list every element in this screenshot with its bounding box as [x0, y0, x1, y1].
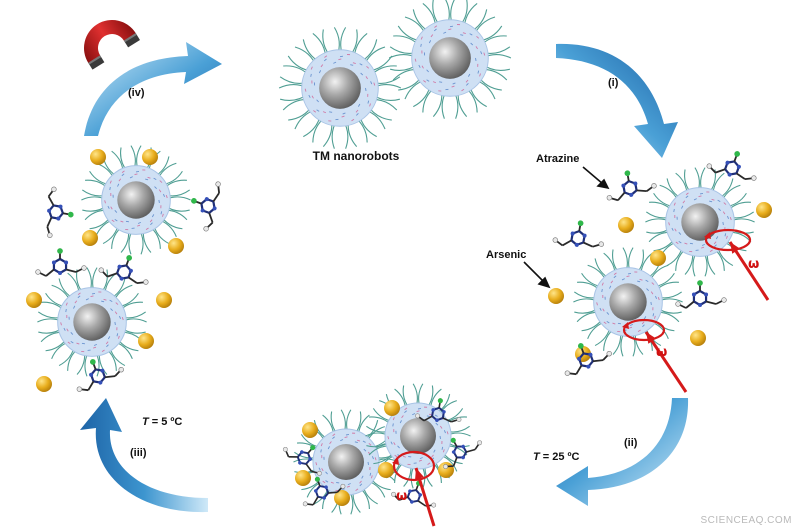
nanorobot-icon: [645, 167, 755, 277]
arsenic-particle-icon: [36, 376, 52, 392]
arsenic-particle-icon: [334, 490, 350, 506]
cycle-arrow-icon: [84, 42, 222, 136]
nanorobots: [37, 0, 755, 515]
atrazine-molecule-icon: [35, 248, 87, 277]
nanorobot-icon: [365, 383, 471, 489]
step-label-iv: (iv): [128, 87, 145, 99]
step-label-iii: (iii): [130, 447, 147, 459]
temperature-25-value: = 25 ºC: [543, 451, 580, 463]
arsenic-particle-icon: [156, 292, 172, 308]
cycle-arrows: [80, 42, 689, 513]
arsenic-particle-icon: [82, 230, 98, 246]
arsenic-particle-icon: [26, 292, 42, 308]
atrazine-molecule-icon: [675, 280, 727, 309]
atrazine-molecule-icon: [606, 170, 657, 202]
nanorobot-icon: [278, 27, 402, 149]
atrazine-molecule-icon: [443, 437, 483, 470]
watermark: SCIENCEAQ.COM: [700, 515, 792, 526]
arsenic-particle-icon: [168, 238, 184, 254]
omega-label: ω: [396, 489, 407, 504]
atrazine-molecule-icon: [98, 255, 149, 285]
atrazine-molecule-icon: [191, 181, 221, 232]
cycle-arrow-icon: [556, 398, 689, 506]
atrazine-molecule-icon: [302, 476, 346, 507]
arsenic-particle-icon: [618, 217, 634, 233]
atrazine-molecule-icon: [46, 186, 74, 238]
nanorobot-icon: [388, 0, 512, 119]
nanorobots-title: TM nanorobots: [313, 149, 400, 163]
temperature-25-label: T= 25 ºC: [533, 451, 580, 463]
temperature-5-value: = 5 ºC: [152, 416, 183, 428]
temperature-symbol: T: [533, 451, 541, 463]
atrazine-molecule-icon: [415, 398, 462, 423]
atrazine-molecule-icon: [282, 445, 322, 476]
arsenic-particle-icon: [142, 149, 158, 165]
omega-label: ω: [748, 257, 759, 272]
arsenic-particle-icon: [138, 333, 154, 349]
omega-label: ω: [656, 345, 667, 360]
step-label-ii: (ii): [624, 437, 638, 449]
atrazine-label: Atrazine: [536, 153, 579, 165]
label-pointers: [523, 166, 610, 289]
arsenic-particle-icon: [378, 462, 394, 478]
step-label-i: (i): [608, 77, 619, 89]
rotation-indicators: [392, 228, 770, 527]
arsenic-label: Arsenic: [486, 249, 526, 261]
rotation-arrow-icon: [392, 450, 436, 527]
arsenic-particle-icon: [384, 400, 400, 416]
arsenic-particle-icon: [548, 288, 564, 304]
cycle-arrow-icon: [556, 43, 678, 158]
atrazine-molecule-icon: [76, 359, 124, 392]
arsenic-particle-icon: [90, 149, 106, 165]
atrazine-molecule-icon: [706, 151, 757, 181]
atrazine-molecules: [35, 151, 757, 508]
atrazine-molecule-icon: [564, 343, 612, 376]
arsenic-particle-icon: [650, 250, 666, 266]
nanorobot-icon: [37, 267, 147, 377]
temperature-symbol: T: [142, 416, 150, 428]
atrazine-molecule-icon: [552, 220, 604, 248]
atrazine-molecule-icon: [391, 480, 437, 508]
magnet-icon: [84, 20, 140, 70]
cycle-arrow-icon: [80, 398, 208, 513]
nanorobot-icon: [293, 409, 399, 515]
nanorobot-icon: [81, 145, 191, 255]
rotation-arrow-icon: [622, 318, 688, 393]
rotation-arrow-icon: [704, 228, 770, 301]
arsenic-particle-icon: [302, 422, 318, 438]
arsenic-particle-icon: [690, 330, 706, 346]
arsenic-particle-icon: [756, 202, 772, 218]
nanorobot-icon: [573, 247, 683, 357]
temperature-5-label: T= 5 ºC: [142, 416, 182, 428]
arsenic-particle-icon: [295, 470, 311, 486]
